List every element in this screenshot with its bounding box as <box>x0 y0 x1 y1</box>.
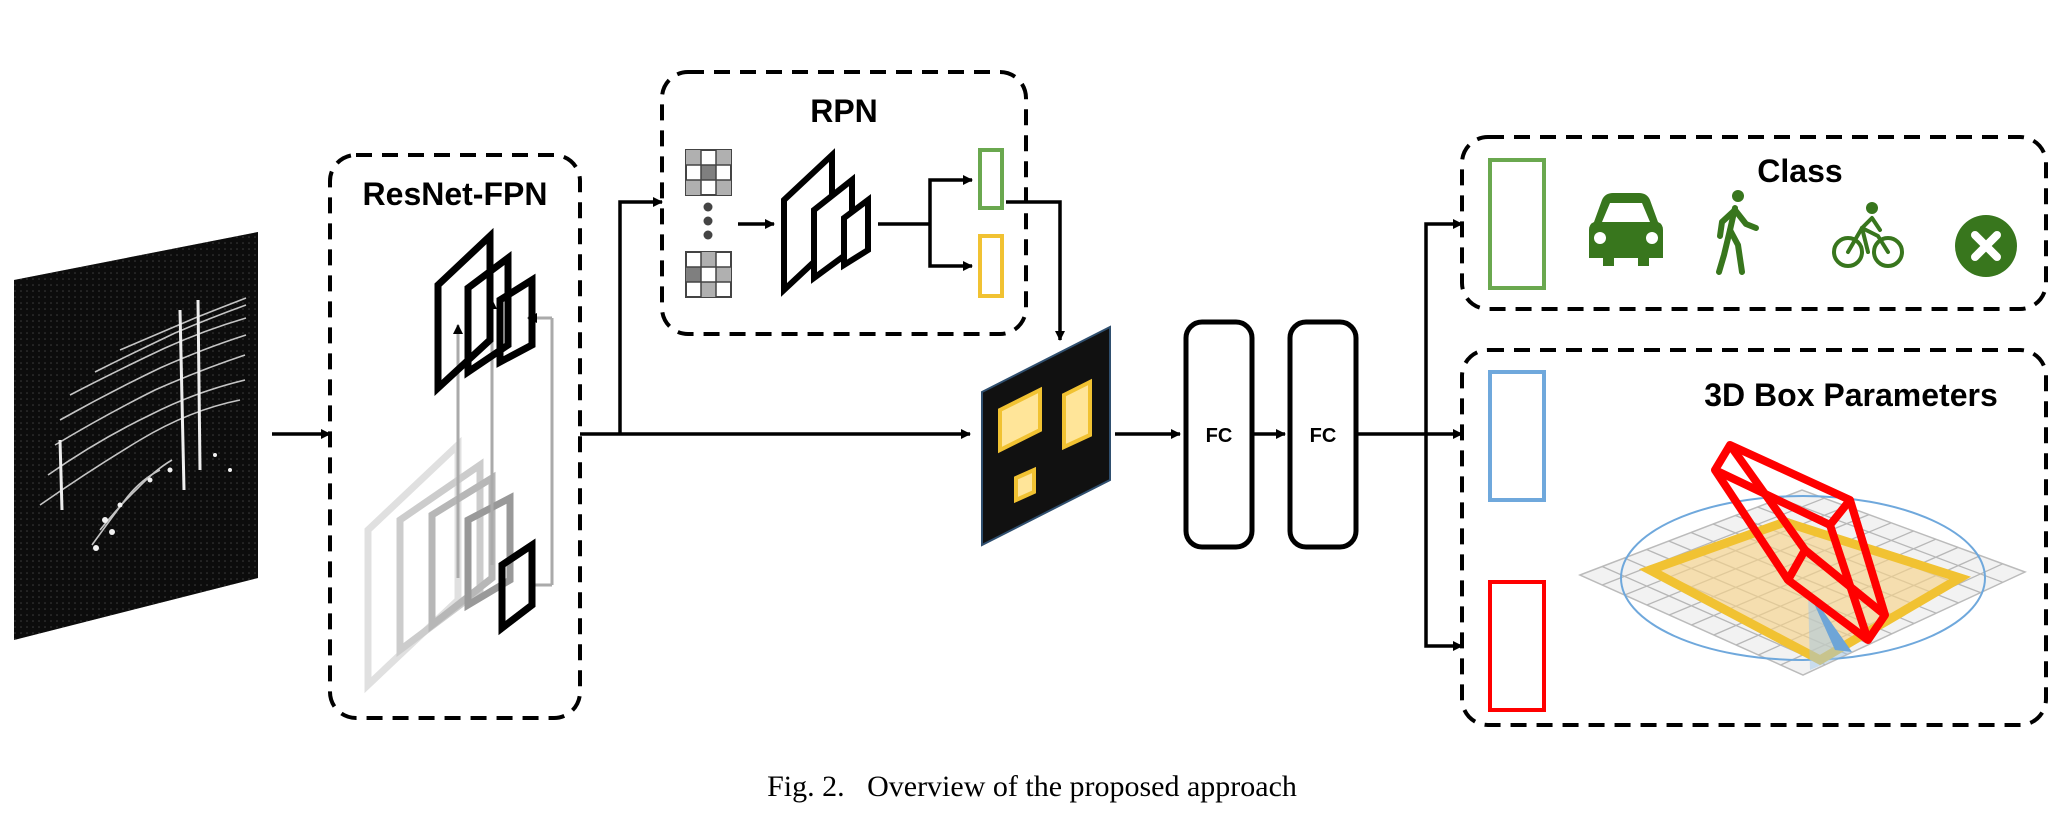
rpn-box-regression-output <box>978 234 1004 298</box>
cyclist-icon <box>1832 202 1904 268</box>
background-reject-icon <box>1955 215 2017 277</box>
grid-line <box>1779 497 2004 583</box>
fc-layer-2: FC <box>1287 319 1359 550</box>
box-center-output <box>1488 370 1546 502</box>
class-title: Class <box>1757 153 1842 189</box>
rpn-objectness-output <box>978 148 1004 210</box>
bev-box-illustration <box>1578 441 2027 676</box>
fc-layer-1: FC <box>1183 319 1255 550</box>
arrow-resnet-to-rpn <box>618 197 663 434</box>
svg-text:FC: FC <box>1206 425 1233 447</box>
arrows-fc-to-heads <box>1356 219 1463 651</box>
figure-caption: Fig. 2. Overview of the proposed approac… <box>767 770 1297 803</box>
box3d-head-block: 3D Box Parameters <box>1460 348 2048 727</box>
roi-feature-map <box>981 325 1111 547</box>
arrow-rpn-to-roi <box>1006 200 1065 341</box>
rpn-block: RPN <box>660 70 1028 336</box>
class-output-vector <box>1488 158 1546 290</box>
box-size-orientation-output <box>1488 580 1546 712</box>
anchor-grid-bottom <box>685 251 732 298</box>
car-icon <box>1589 193 1663 266</box>
anchor-grid-top <box>685 149 732 196</box>
resnet-fpn-title: ResNet-FPN <box>363 176 548 212</box>
pedestrian-icon <box>1716 190 1759 275</box>
box3d-title: 3D Box Parameters <box>1704 377 1997 413</box>
class-head-block: Class <box>1460 135 2048 311</box>
rpn-title: RPN <box>810 93 878 129</box>
svg-text:FC: FC <box>1310 425 1337 447</box>
lidar-point-cloud-image <box>14 232 258 640</box>
ellipsis-dots <box>703 202 713 240</box>
resnet-fpn-block: ResNet-FPN <box>328 153 582 720</box>
